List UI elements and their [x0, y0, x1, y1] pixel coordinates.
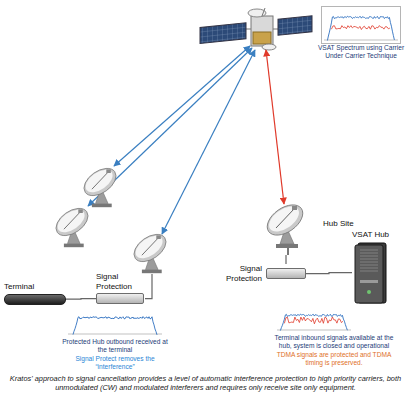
node-label: Hub Site — [323, 219, 354, 229]
dish-antenna — [129, 229, 171, 273]
inset-subnote: TDMA signals are protected and TDMA timi… — [268, 351, 400, 367]
dish-antenna — [51, 203, 93, 247]
spectrum-axis — [68, 334, 162, 335]
caption: Kratos' approach to signal cancellation … — [4, 374, 407, 393]
spectrum-axis — [324, 40, 398, 41]
cable-connector — [285, 255, 286, 264]
inset-note: Protected Hub outbound received at the t… — [62, 338, 168, 354]
spectrum-inset: VSAT Spectrum using Carrier Under Carrie… — [316, 6, 406, 60]
hub-link — [266, 50, 284, 204]
hub-dish: Hub Site — [255, 198, 354, 255]
cable-connector — [66, 298, 96, 300]
node-label: Signal Protection — [220, 264, 262, 283]
spectrum-inset: Protected Hub outbound received at the t… — [62, 312, 168, 371]
protection-box — [96, 293, 144, 304]
terminal-box — [4, 294, 66, 305]
carrier-trace — [327, 16, 394, 40]
cable-connector — [306, 273, 352, 274]
satellite — [200, 8, 312, 50]
inset-note: Terminal inbound signals available at th… — [268, 334, 400, 350]
signal-protection-unit: Signal Protection — [220, 264, 306, 283]
spectrum-inset: Terminal inbound signals available at th… — [268, 310, 400, 367]
interferer-trace — [331, 26, 390, 30]
inset-note: VSAT Spectrum using Carrier Under Carrie… — [316, 44, 406, 60]
node-label: Terminal — [4, 282, 66, 292]
signal-protection-unit: Signal Protection — [96, 272, 144, 304]
interferer-trace — [284, 317, 343, 324]
uplink-arrows — [88, 46, 284, 234]
terminal-link — [162, 50, 255, 234]
node-label: VSAT Hub — [352, 230, 402, 240]
carrier-trace — [73, 317, 157, 335]
protection-box — [266, 268, 306, 279]
spectrum-axis — [277, 330, 351, 331]
inset-subnote: Signal Protect removes the “interference… — [62, 355, 168, 371]
spectrum-plot — [274, 310, 354, 334]
dish-cable — [145, 274, 152, 299]
spectrum-plot — [321, 6, 401, 44]
carrier-trace — [280, 314, 347, 330]
spectrum-plot — [65, 312, 165, 338]
dish-antenna — [79, 163, 121, 207]
dish-antenna — [262, 199, 309, 248]
hub-dish-antenna — [255, 198, 321, 255]
node-label: Signal Protection — [96, 272, 144, 291]
vsat-hub-server: VSAT Hub — [352, 230, 402, 304]
inset-frame — [322, 7, 401, 44]
terminal-link — [114, 46, 250, 166]
server-tower — [352, 242, 392, 304]
terminal-device: Terminal — [4, 282, 66, 305]
